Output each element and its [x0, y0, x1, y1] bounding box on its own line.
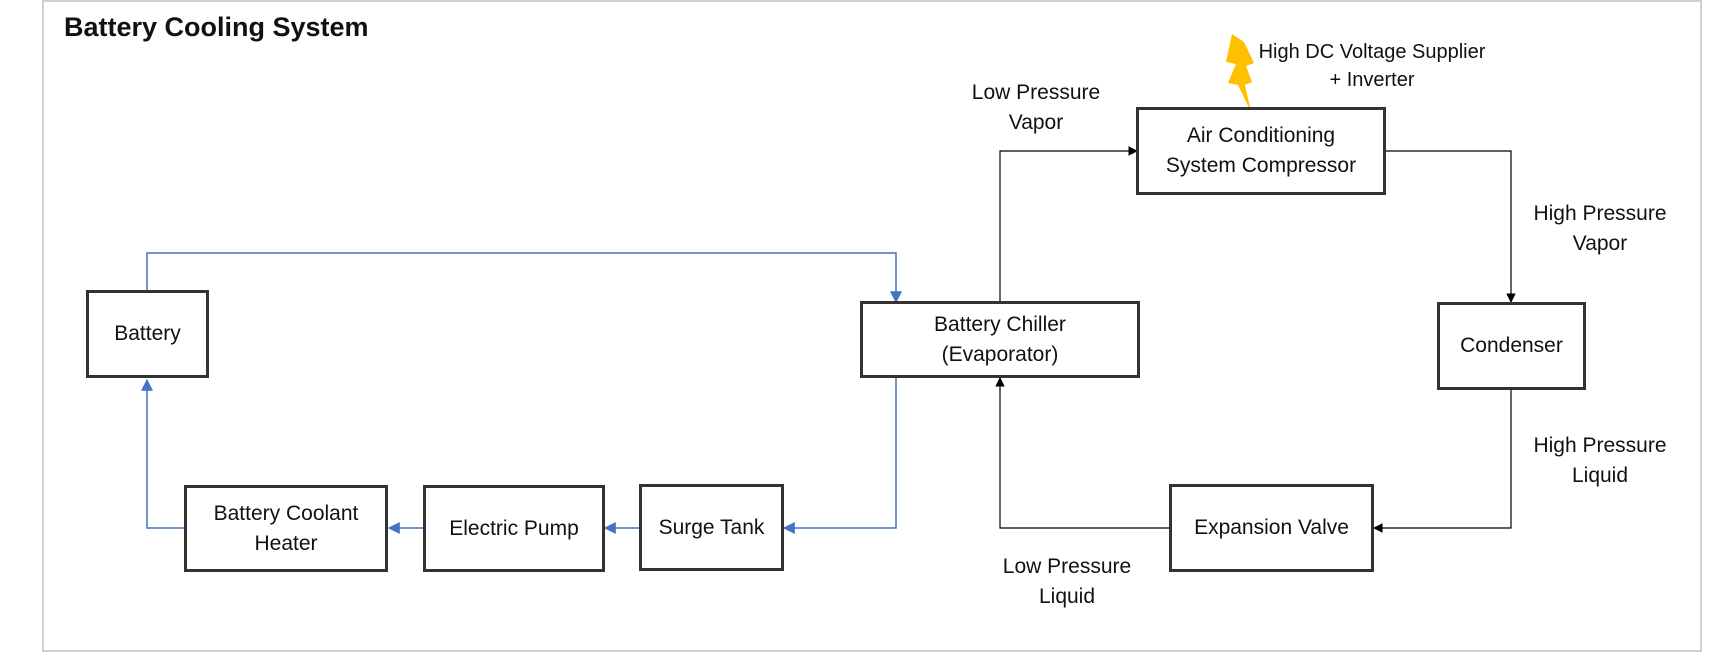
- expansion-valve-box: Expansion Valve: [1169, 484, 1374, 572]
- refrigerant-line-condenser-to-valve: [1373, 389, 1512, 533]
- label-high-pressure-liquid: High Pressure Liquid: [1533, 434, 1667, 487]
- refrigerant-line-chiller-to-compressor: [999, 146, 1138, 302]
- electric-pump-box: Electric Pump: [423, 485, 605, 572]
- diagram-title: Battery Cooling System: [64, 12, 369, 42]
- label-low-pressure-vapor: Low Pressure Vapor: [971, 81, 1101, 134]
- coolant-line-battery-to-chiller: [146, 252, 902, 304]
- coolant-heater-box: Battery Coolant Heater: [184, 485, 388, 572]
- lightning-bolt-icon: [1226, 34, 1254, 112]
- surge-tank-box: Surge Tank: [639, 484, 784, 571]
- coolant-line-heater-to-battery: [141, 378, 185, 529]
- refrigerant-line-valve-to-chiller: [995, 377, 1170, 529]
- label-low-pressure-liquid: Low Pressure Liquid: [1002, 555, 1132, 608]
- condenser-box: Condenser: [1437, 302, 1586, 390]
- refrigerant-line-compressor-to-condenser: [1385, 150, 1516, 303]
- label-power-supply: High DC Voltage Supplier + Inverter: [1258, 41, 1486, 91]
- diagram-frame: [42, 0, 1702, 652]
- chiller-box: Battery Chiller (Evaporator): [860, 301, 1140, 378]
- label-high-pressure-vapor: High Pressure Vapor: [1533, 202, 1667, 255]
- battery-box: Battery: [86, 290, 209, 378]
- compressor-box: Air Conditioning System Compressor: [1136, 107, 1386, 195]
